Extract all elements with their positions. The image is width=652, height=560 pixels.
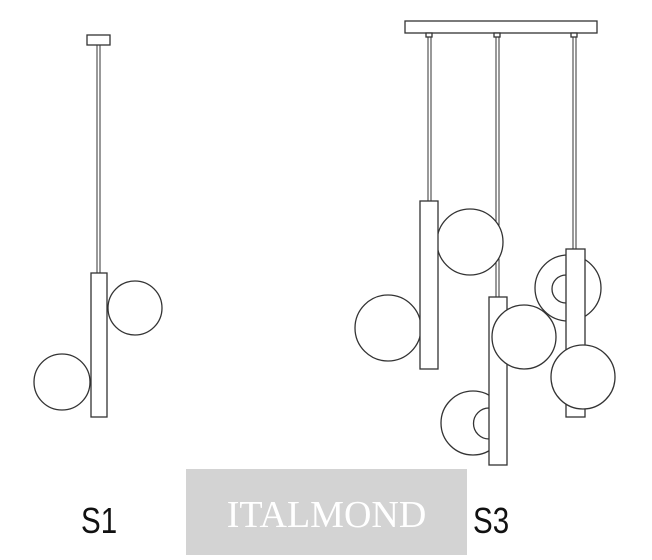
s1-ceiling-canopy xyxy=(86,34,111,46)
s1-globe-lower xyxy=(33,353,91,411)
s1-globe-upper xyxy=(107,280,163,336)
s3-cord-clip-right xyxy=(570,32,578,38)
label-s1: S1 xyxy=(81,500,118,541)
watermark-banner: ITALMOND xyxy=(186,469,467,555)
pendant-s3 xyxy=(354,20,616,466)
s3-cord-clip-left xyxy=(425,32,433,38)
s3-middle-globe-upper xyxy=(491,304,557,370)
s3-left-globe-upper xyxy=(436,208,504,276)
s3-cord-clip-middle xyxy=(493,32,501,38)
watermark-text: ITALMOND xyxy=(226,494,427,536)
s3-ceiling-canopy xyxy=(404,20,598,34)
s3-right-globe-lower xyxy=(550,344,616,410)
s3-left-tube xyxy=(419,200,439,370)
label-s3: S3 xyxy=(473,500,510,541)
s1-tube xyxy=(90,272,108,418)
s3-middle-globe-lower-inner-arc xyxy=(472,407,490,440)
pendant-s1 xyxy=(33,34,163,418)
s3-left-globe-lower xyxy=(354,294,422,362)
s3-right-globe-upper-inner-arc xyxy=(551,274,567,304)
